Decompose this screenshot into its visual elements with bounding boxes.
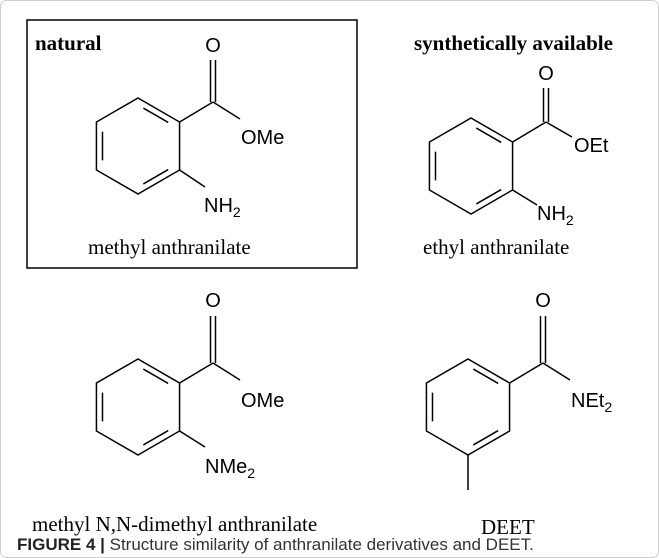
compound-name: DEET	[481, 515, 535, 539]
ring-double-bond	[142, 429, 169, 446]
methyl-anthranilate-structure: O OMe NH2	[95, 35, 284, 220]
ring-outline	[425, 358, 511, 456]
amine-group-text: NH	[537, 203, 566, 225]
benzene-ring	[425, 358, 511, 456]
benzene-ring	[428, 117, 514, 215]
ring-outline	[428, 117, 514, 215]
compound-name: methyl anthranilate	[88, 235, 251, 259]
ring-double-bond	[142, 168, 169, 185]
bond	[212, 101, 241, 120]
caption-label: FIGURE 4 |	[17, 535, 105, 554]
amine-group-label: NH2	[204, 195, 241, 220]
ring-outline	[95, 97, 181, 195]
natural-box	[26, 19, 358, 269]
ester-group-label: OMe	[241, 127, 284, 149]
ring-double-bond	[475, 188, 502, 205]
bond	[512, 189, 538, 206]
carbonyl-oxygen-label: O	[205, 290, 221, 312]
heading-natural: natural	[35, 31, 102, 55]
amine-group-label: NH2	[537, 203, 574, 228]
amine-group-text: NH	[204, 195, 233, 217]
deet-structure: O NEt2	[425, 290, 612, 490]
dimethylamine-group-label: NMe2	[205, 456, 255, 481]
bond	[179, 362, 214, 384]
amine-subscript: 2	[566, 212, 574, 228]
ring-outline	[95, 358, 181, 456]
bond	[512, 121, 547, 143]
amide-group-text: NEt	[571, 390, 605, 412]
compound-name: ethyl anthranilate	[423, 235, 569, 259]
bond	[545, 121, 573, 138]
ethyl-anthranilate-structure: O OEt NH2	[428, 63, 609, 228]
ester-group-label: OEt	[574, 135, 609, 157]
heading-synthetic: synthetically available	[414, 31, 613, 55]
ring-double-bond	[475, 127, 502, 144]
ring-double-bond	[472, 429, 499, 446]
benzene-ring	[95, 358, 181, 456]
diethylamide-group-label: NEt2	[571, 390, 612, 415]
amine-group-text: NMe	[205, 456, 247, 478]
ester-group-label: OMe	[241, 390, 284, 412]
benzene-ring	[95, 97, 181, 195]
carbonyl-oxygen-label: O	[205, 35, 221, 57]
ring-double-bond	[472, 368, 499, 385]
amine-subscript: 2	[233, 204, 241, 220]
figure-caption: FIGURE 4 | Structure similarity of anthr…	[17, 535, 534, 555]
bond	[179, 430, 206, 448]
bond	[179, 101, 214, 123]
carbonyl-oxygen-label: O	[535, 290, 551, 312]
caption-text: Structure similarity of anthranilate der…	[109, 535, 534, 554]
carbonyl-oxygen-label: O	[538, 63, 554, 85]
ring-double-bond	[142, 107, 169, 124]
bond	[212, 362, 241, 381]
compound-name: methyl N,N-dimethyl anthranilate	[32, 512, 317, 536]
amide-subscript: 2	[604, 399, 612, 415]
bond	[179, 169, 206, 188]
bond	[542, 362, 571, 381]
bond	[509, 362, 544, 384]
ring-double-bond	[142, 368, 169, 385]
amine-subscript: 2	[247, 465, 255, 481]
methyl-nn-dimethyl-anthranilate-structure: O OMe NMe2	[95, 290, 284, 481]
